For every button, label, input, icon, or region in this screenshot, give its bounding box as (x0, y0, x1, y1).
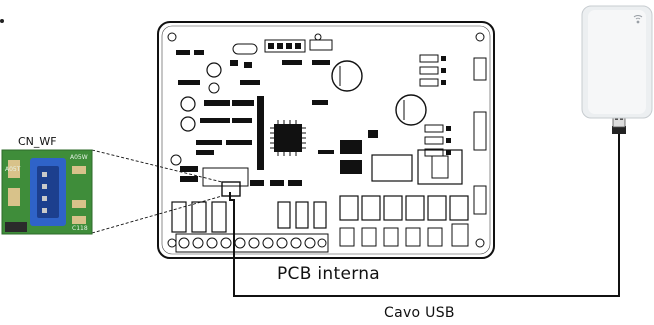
cable-label: Cavo USB (384, 305, 455, 321)
pcb-board (158, 22, 494, 258)
connector-photo (2, 150, 92, 234)
connector-label: CN_WF (18, 135, 57, 148)
wifi-module (582, 6, 652, 118)
photo-mark-a05w: A05W (70, 154, 88, 161)
photo-mark-c118: C118 (72, 225, 88, 232)
photo-mark-a05t: A05T (5, 166, 20, 173)
stray-mark (0, 19, 4, 23)
board-label: PCB interna (277, 264, 380, 284)
